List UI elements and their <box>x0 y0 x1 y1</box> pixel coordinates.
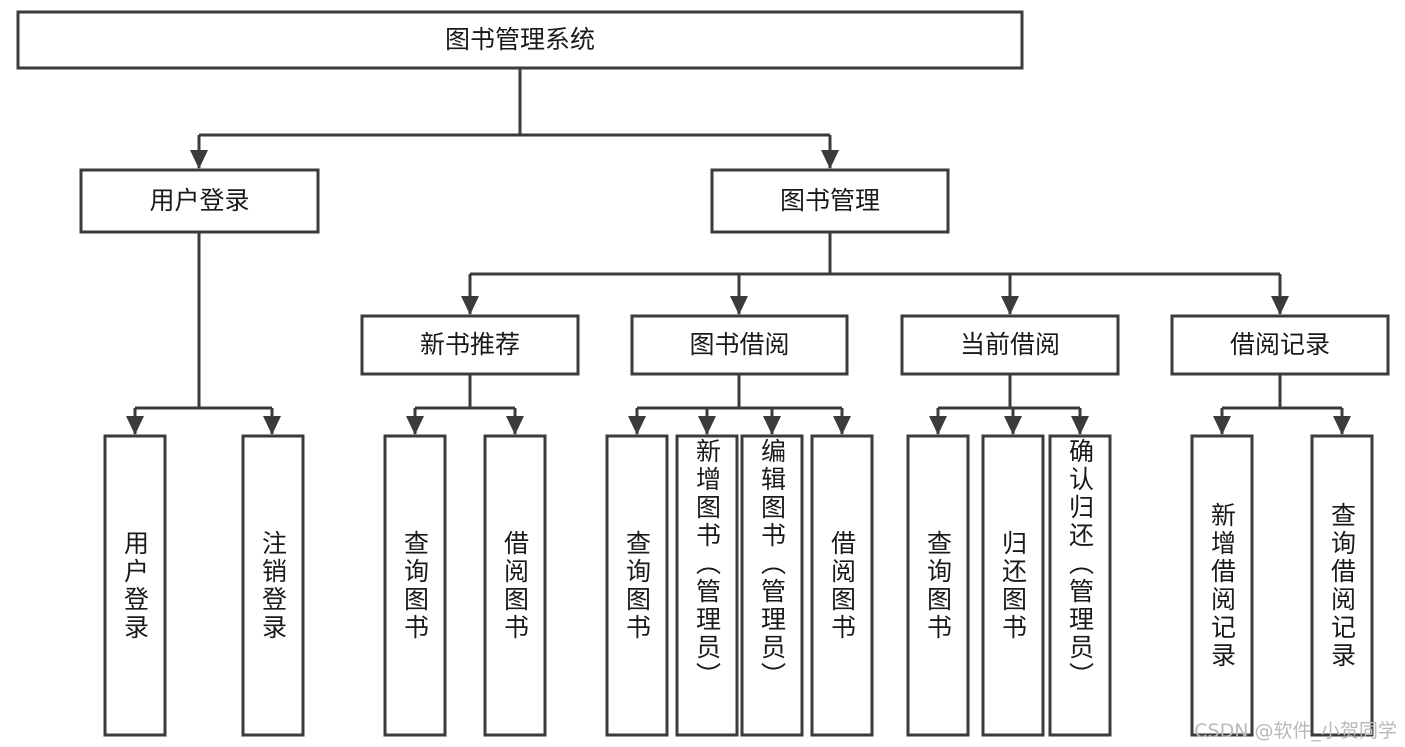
node-leaf-query-record-box[interactable] <box>1310 434 1374 737</box>
node-leaf-user-login-box[interactable] <box>103 434 167 737</box>
arrow-head-icon <box>190 150 208 169</box>
arrow-head-icon <box>698 416 716 435</box>
node-leaf-borrow-book-rec-box[interactable] <box>483 434 547 737</box>
node-new-book-recommend-label: 新书推荐 <box>420 330 520 359</box>
node-leaf-return-book-box[interactable] <box>981 434 1045 737</box>
node-current-borrow-label: 当前借阅 <box>960 330 1060 359</box>
node-leaf-borrow-book-box[interactable] <box>810 434 874 737</box>
node-leaf-add-record-box[interactable] <box>1190 434 1254 737</box>
node-current-borrow-box[interactable] <box>900 314 1120 376</box>
arrow-head-icon <box>126 416 144 435</box>
boxes-layer <box>16 10 1390 737</box>
arrow-head-icon <box>1004 416 1022 435</box>
arrow-head-icon <box>730 296 748 315</box>
node-leaf-add-book-box[interactable] <box>675 434 739 737</box>
arrow-head-icon <box>506 416 524 435</box>
arrow-head-icon <box>1071 416 1089 435</box>
node-user-login-box[interactable] <box>79 168 320 234</box>
node-user-login-label: 用户登录 <box>149 186 249 215</box>
node-borrow-record-label: 借阅记录 <box>1230 330 1330 359</box>
arrow-head-icon <box>821 150 839 169</box>
node-leaf-query-book-borrow-box[interactable] <box>605 434 669 737</box>
node-book-manage-box[interactable] <box>710 168 950 234</box>
node-leaf-logout-box[interactable] <box>241 434 305 737</box>
node-borrow-record-box[interactable] <box>1170 314 1390 376</box>
node-leaf-confirm-return-box[interactable] <box>1048 434 1112 737</box>
node-root-label: 图书管理系统 <box>445 25 595 54</box>
node-book-borrow-label: 图书借阅 <box>689 330 789 359</box>
node-new-book-recommend-box[interactable] <box>360 314 580 376</box>
arrow-head-icon <box>1333 416 1351 435</box>
edges-layer <box>126 68 1351 435</box>
arrow-head-icon <box>406 416 424 435</box>
arrow-head-icon <box>1271 296 1289 315</box>
node-leaf-query-book-rec-box[interactable] <box>383 434 447 737</box>
arrow-head-icon <box>628 416 646 435</box>
node-leaf-query-book-cur-box[interactable] <box>906 434 970 737</box>
arrow-head-icon <box>461 296 479 315</box>
node-root-box[interactable] <box>16 10 1024 70</box>
node-book-manage-label: 图书管理 <box>780 186 880 215</box>
arrow-head-icon <box>1001 296 1019 315</box>
node-book-borrow-box[interactable] <box>630 314 849 376</box>
arrow-head-icon <box>263 416 281 435</box>
arrow-head-icon <box>1213 416 1231 435</box>
watermark-text: CSDN @软件_小贺同学 <box>1194 720 1397 742</box>
arrow-head-icon <box>763 416 781 435</box>
node-leaf-edit-book-box[interactable] <box>740 434 804 737</box>
arrow-head-icon <box>929 416 947 435</box>
arrow-head-icon <box>833 416 851 435</box>
